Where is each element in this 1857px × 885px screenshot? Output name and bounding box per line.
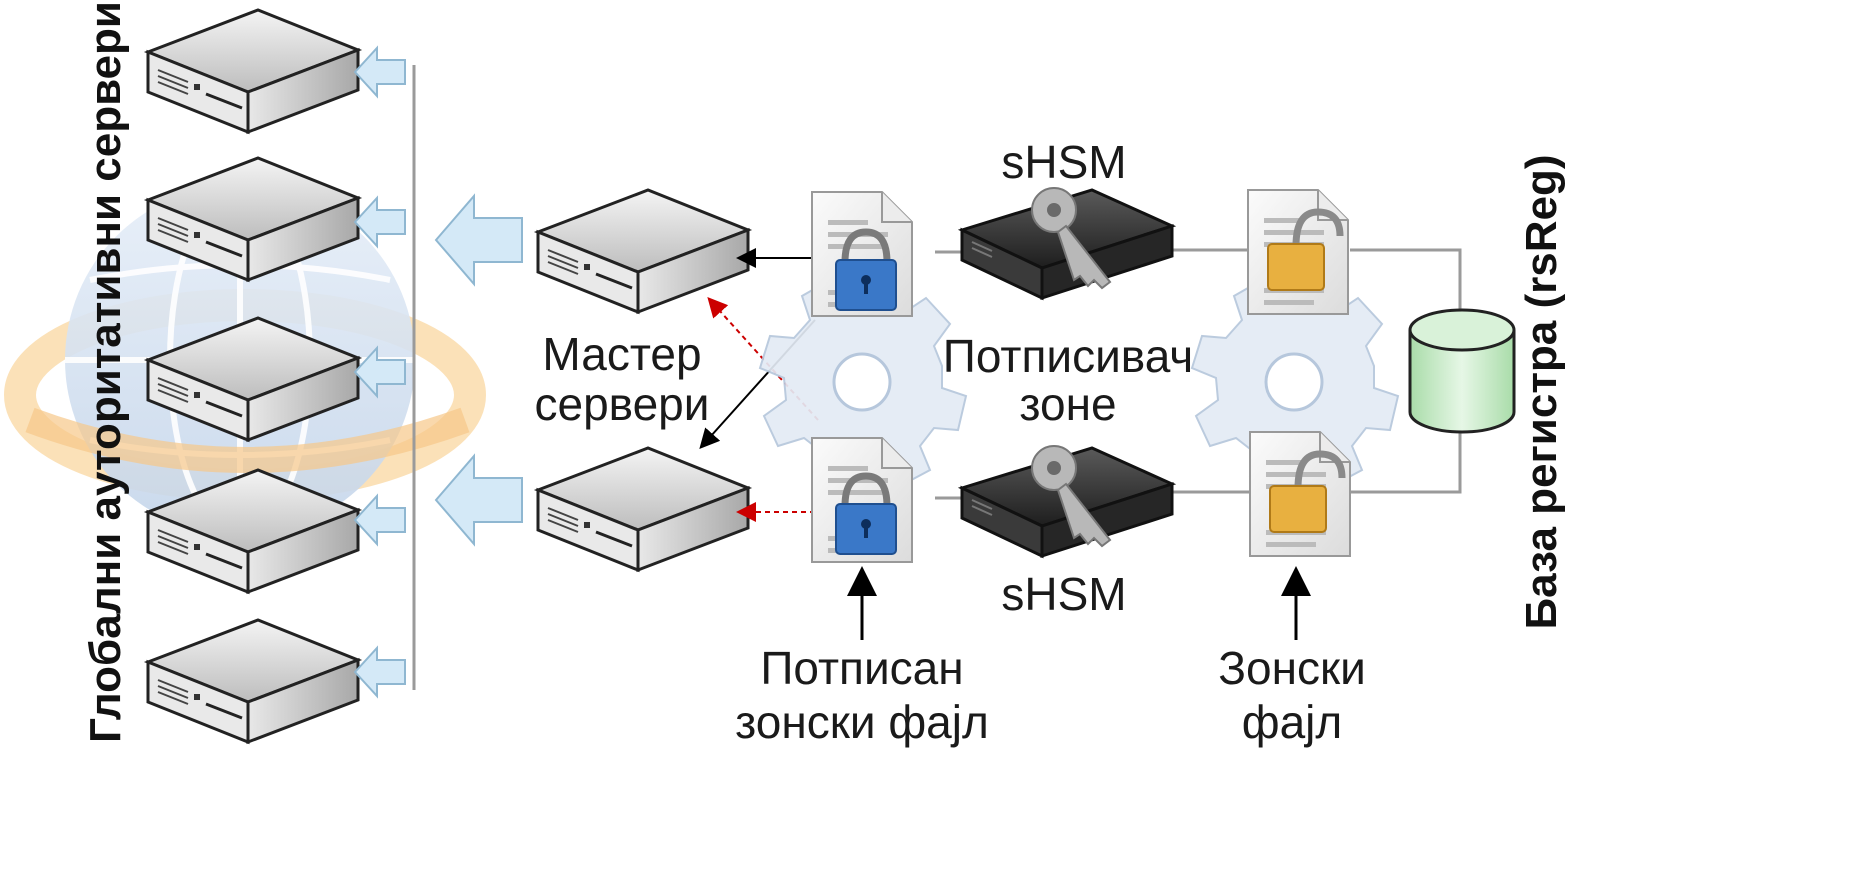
signed-zone-file-label: Потписан xyxy=(760,642,963,694)
global-server xyxy=(146,618,360,744)
arrow-left-icon xyxy=(354,495,406,545)
shsm-label: sHSM xyxy=(1001,136,1126,188)
shsm-label: sHSM xyxy=(1001,568,1126,620)
master-servers-label: Мастер xyxy=(542,328,701,380)
registry-database-title: База регистра (rsReg) xyxy=(1517,155,1566,630)
signed-zone-file-icon xyxy=(811,437,913,563)
arrow-left-icon xyxy=(435,455,523,545)
hsm-device-icon xyxy=(960,186,1174,300)
hsm-device-icon xyxy=(960,444,1174,558)
arrow-left-icon xyxy=(354,647,406,697)
zone-file-label: Зонски xyxy=(1218,642,1366,694)
signed-zone-file-icon xyxy=(811,191,913,317)
zone-file-icon xyxy=(1249,431,1351,557)
zone-file-icon xyxy=(1247,189,1349,315)
zone-signer-label: зоне xyxy=(1019,378,1116,430)
global-servers xyxy=(146,8,360,744)
zone-file-label: фајл xyxy=(1242,696,1343,748)
zone-signer-label: Потписивач xyxy=(943,330,1193,382)
global-servers-title: Глобални ауторитативни сервери xyxy=(81,1,130,743)
arrow-left-icon xyxy=(435,195,523,285)
distribution-arrows xyxy=(354,47,406,697)
master-servers-label: сервери xyxy=(535,378,710,430)
database-icon xyxy=(1408,308,1516,434)
master-server xyxy=(536,446,750,572)
global-server xyxy=(146,8,360,134)
master-server xyxy=(536,188,750,314)
arrow-left-icon xyxy=(354,47,406,97)
signed-zone-file-label: зонски фајл xyxy=(735,696,989,748)
connector-lines xyxy=(935,248,1462,500)
